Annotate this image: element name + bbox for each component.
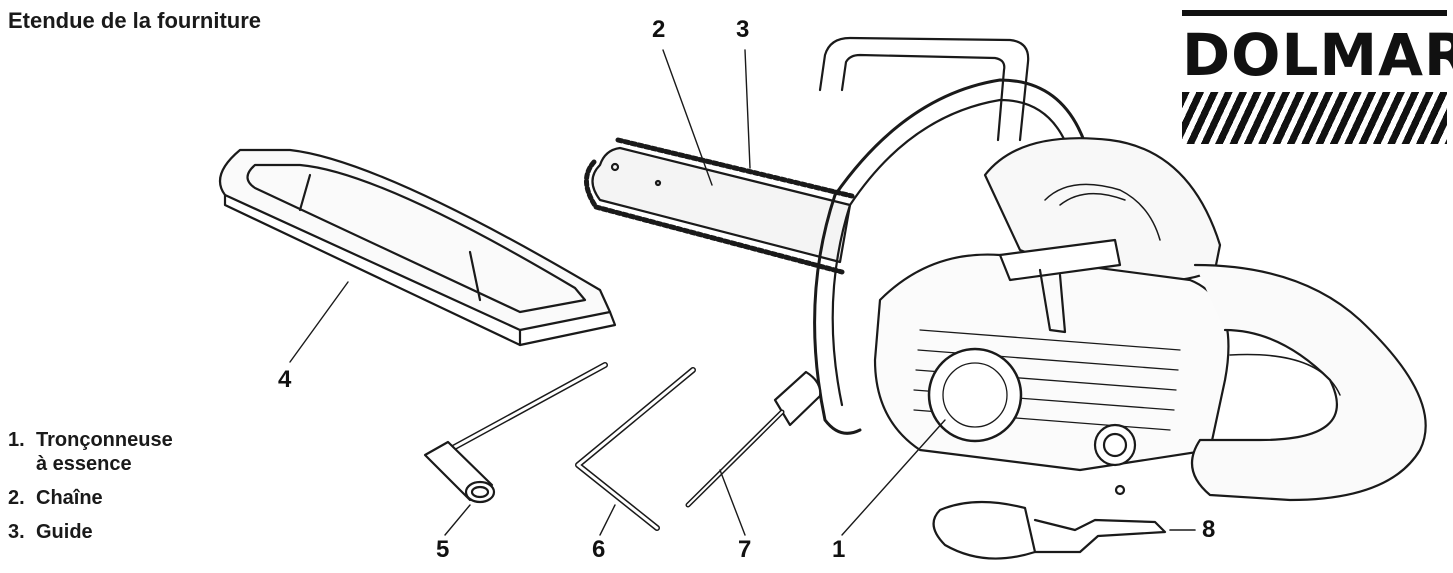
page-heading: Etendue de la fourniture <box>8 8 262 33</box>
hex-key-drawing <box>575 367 696 531</box>
logo-top-bar <box>1182 10 1447 16</box>
legend-item-2: 2.Chaîne <box>8 487 103 509</box>
callout-8: 8 <box>1202 516 1216 543</box>
screwdriver-drawing <box>685 370 822 508</box>
legend-item-1: 1.Tronçonneuse à essence <box>8 429 173 475</box>
callout-2: 2 <box>652 16 666 43</box>
logo-stripes <box>1182 92 1447 144</box>
brand-name: DOLMAR <box>1182 21 1453 89</box>
legend-item-3: 3.Guide <box>8 521 93 543</box>
file-tool-drawing <box>932 500 1196 560</box>
callout-7: 7 <box>738 536 752 563</box>
callout-4: 4 <box>278 366 292 393</box>
brand-logo: DOLMAR <box>1182 10 1453 155</box>
spark-plug-wrench-drawing <box>423 362 608 504</box>
guide-bar-drawing <box>584 137 855 275</box>
bar-cover-drawing <box>218 148 617 347</box>
callout-1: 1 <box>832 536 846 563</box>
leader-lines <box>289 49 946 536</box>
callout-6: 6 <box>592 536 606 563</box>
callout-3: 3 <box>736 16 750 43</box>
chainsaw-drawing <box>813 36 1427 502</box>
parts-legend: 1.Tronçonneuse à essence 2.Chaîne 3.Guid… <box>8 428 173 554</box>
callout-5: 5 <box>436 536 450 563</box>
